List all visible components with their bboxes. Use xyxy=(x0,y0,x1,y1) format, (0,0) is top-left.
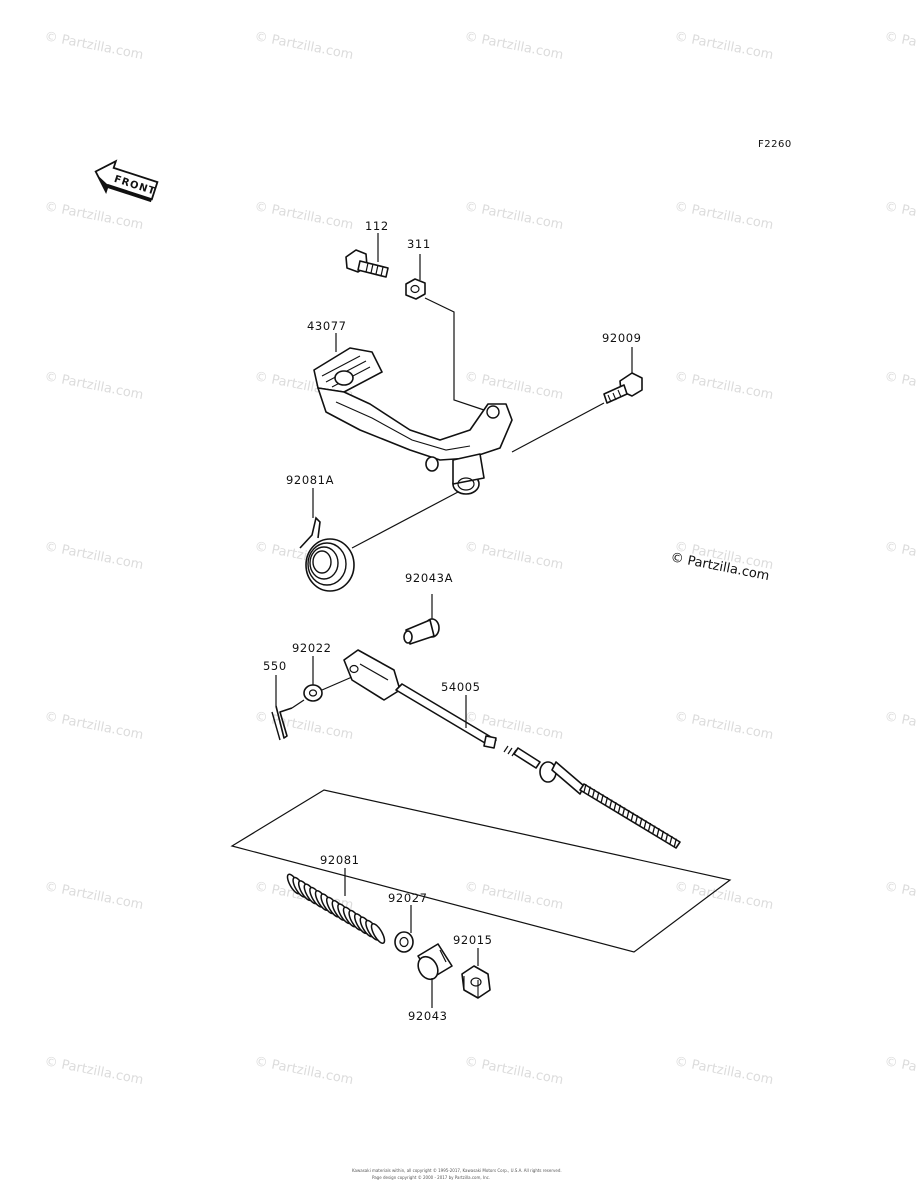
callout-54005[interactable]: 54005 xyxy=(441,680,481,694)
watermark-grid: © Partzilla.com © Partzilla.com © Partzill… xyxy=(43,29,917,1088)
thread-line xyxy=(604,796,609,806)
part-54005-thread xyxy=(583,783,677,847)
part-54005-brake-rod[interactable] xyxy=(343,649,681,849)
part-92015-nut[interactable] xyxy=(461,965,491,999)
thread-line xyxy=(617,804,622,813)
callout-92081[interactable]: 92081 xyxy=(320,853,360,867)
callout-92015[interactable]: 92015 xyxy=(453,933,493,947)
part-92009-bolt[interactable] xyxy=(603,372,643,404)
thread-line xyxy=(669,835,673,845)
callout-92022[interactable]: 92022 xyxy=(292,641,332,655)
watermark-text: © Partzilla.com xyxy=(883,199,917,233)
thread-line xyxy=(613,802,617,811)
thread-line xyxy=(643,820,647,829)
callout-92009[interactable]: 92009 xyxy=(602,331,642,345)
callout-550[interactable]: 550 xyxy=(263,659,287,673)
watermark-text: © Partzilla.com xyxy=(883,539,917,573)
alignment-line-92022 xyxy=(321,676,353,691)
part-311-nut[interactable] xyxy=(405,278,426,300)
watermark-text: © Partzilla.com xyxy=(253,199,354,233)
thread-line xyxy=(626,809,630,819)
front-arrow-icon: FRONT xyxy=(94,159,159,203)
watermark-text: © Partzilla.com xyxy=(883,1054,917,1088)
watermark-text: © Partzilla.com xyxy=(253,29,354,63)
watermark-text: © Partzilla.com xyxy=(673,29,774,63)
watermark-text: © Partzilla.com xyxy=(463,539,564,573)
watermark-text: © Partzilla.com xyxy=(43,539,144,573)
footer-line-2: Page design copyright © 2000 - 2017 by P… xyxy=(372,1175,490,1180)
watermark-text: © Partzilla.com xyxy=(673,709,774,743)
thread-line xyxy=(596,791,600,800)
watermark-text: © Partzilla.com xyxy=(253,709,354,743)
thread-line xyxy=(600,794,604,803)
assembly-box-outline xyxy=(230,789,732,953)
callout-92043A[interactable]: 92043A xyxy=(405,571,453,585)
alignment-line-92081A xyxy=(351,491,459,549)
thread-line xyxy=(591,789,596,798)
part-550-cotter-pin[interactable] xyxy=(271,705,293,741)
callout-92043[interactable]: 92043 xyxy=(408,1009,448,1023)
watermark-text: © Partzilla.com xyxy=(463,879,564,913)
thread-line xyxy=(630,812,634,821)
callout-112[interactable]: 112 xyxy=(365,219,389,233)
part-92043A-pin[interactable] xyxy=(403,618,440,645)
watermark-text: © Partzilla.com xyxy=(673,369,774,403)
callout-43077[interactable]: 43077 xyxy=(307,319,347,333)
part-92081A-torsion-spring[interactable] xyxy=(299,516,355,592)
thread-line xyxy=(622,807,626,816)
watermark-text: © Partzilla.com xyxy=(43,879,144,913)
part-92022-washer[interactable] xyxy=(303,684,323,702)
part-43077-brake-pedal[interactable] xyxy=(313,347,513,495)
thread-line xyxy=(639,817,643,826)
callout-92027[interactable]: 92027 xyxy=(388,891,428,905)
watermark-text: © Partzilla.com xyxy=(883,29,917,63)
callout-311[interactable]: 311 xyxy=(407,237,431,251)
watermark-text: © Partzilla.com xyxy=(43,199,144,233)
thread-line xyxy=(656,828,660,837)
part-92043-joint-pin[interactable] xyxy=(414,943,453,983)
watermark-text: © Partzilla.com xyxy=(463,199,564,233)
alignment-line-92009 xyxy=(511,402,605,453)
alignment-line-550 xyxy=(291,699,305,709)
watermark-text: © Partzilla.com xyxy=(43,1054,144,1088)
watermark-text: © Partzilla.com xyxy=(43,709,144,743)
thread-line xyxy=(665,833,669,842)
thread-line xyxy=(647,822,652,832)
thread-line xyxy=(587,786,591,795)
thread-line xyxy=(660,830,665,839)
watermark-text: © Partzilla.com xyxy=(463,29,564,63)
watermark-text: © Partzilla.com xyxy=(883,369,917,403)
watermark-text: © Partzilla.com xyxy=(253,1054,354,1088)
thread-line xyxy=(652,825,656,834)
watermark-text: © Partzilla.com xyxy=(463,1054,564,1088)
part-92081-return-spring[interactable] xyxy=(285,872,387,945)
part-92027-washer[interactable] xyxy=(394,931,414,953)
diagram-code: F2260 xyxy=(758,139,792,150)
alignment-line-311 xyxy=(424,297,485,411)
footer-line-1: Kawasaki materials within, all copyright… xyxy=(352,1168,562,1173)
watermark-text: © Partzilla.com xyxy=(883,709,917,743)
thread-line xyxy=(634,815,639,824)
thread-line xyxy=(583,783,587,793)
thread-line xyxy=(609,799,613,808)
watermark-text: © Partzilla.com xyxy=(463,369,564,403)
spring-coil xyxy=(370,923,386,944)
thread-line xyxy=(673,838,677,847)
part-112-bolt[interactable] xyxy=(345,249,389,278)
watermark-text: © Partzilla.com xyxy=(43,29,144,63)
watermark-text: © Partzilla.com xyxy=(673,1054,774,1088)
watermark-text: © Partzilla.com xyxy=(883,879,917,913)
callout-92081A[interactable]: 92081A xyxy=(286,473,334,487)
watermark-text: © Partzilla.com xyxy=(673,199,774,233)
watermark-text: © Partzilla.com xyxy=(43,369,144,403)
